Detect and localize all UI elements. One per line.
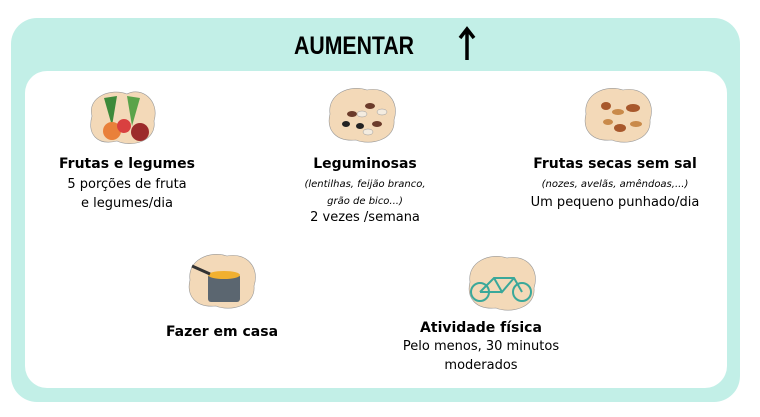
item-cook-at-home: Fazer em casa (147, 324, 297, 340)
item-text: 2 vezes /semana (310, 210, 420, 225)
cooking-pot-icon (188, 254, 256, 309)
item-subtext: (nozes, avelãs, amêndoas,...) (541, 179, 689, 190)
item-title: Fazer em casa (165, 324, 279, 340)
item-text: Pelo menos, 30 minutos (402, 339, 560, 354)
item-text: e legumes/dia (81, 196, 173, 211)
item-title: Leguminosas (313, 156, 417, 172)
item-text: Um pequeno punhado/dia (530, 195, 700, 210)
nuts-icon (584, 88, 652, 143)
arrow-up-icon (458, 26, 476, 60)
item-title: Frutas e legumes (59, 156, 195, 172)
item-nuts: Frutas secas sem sal (nozes, avelãs, amê… (530, 156, 700, 212)
item-subtext: (lentilhas, feijão branco, (304, 179, 426, 190)
item-title: Frutas secas sem sal (533, 156, 697, 172)
item-title: Atividade física (420, 320, 542, 336)
item-subtext: grão de bico...) (327, 196, 403, 207)
item-physical-activity: Atividade física Pelo menos, 30 minutos … (396, 320, 566, 375)
item-text: moderados (444, 358, 518, 373)
item-text: 5 porções de fruta (67, 177, 187, 192)
item-fruits-vegetables: Frutas e legumes 5 porções de fruta e le… (52, 156, 202, 213)
legumes-icon (328, 88, 396, 143)
fruits-vegetables-icon (90, 91, 156, 144)
bicycle-icon (468, 256, 536, 311)
item-legumes: Leguminosas (lentilhas, feijão branco, g… (290, 156, 440, 225)
page-title: AUMENTAR (294, 32, 415, 60)
